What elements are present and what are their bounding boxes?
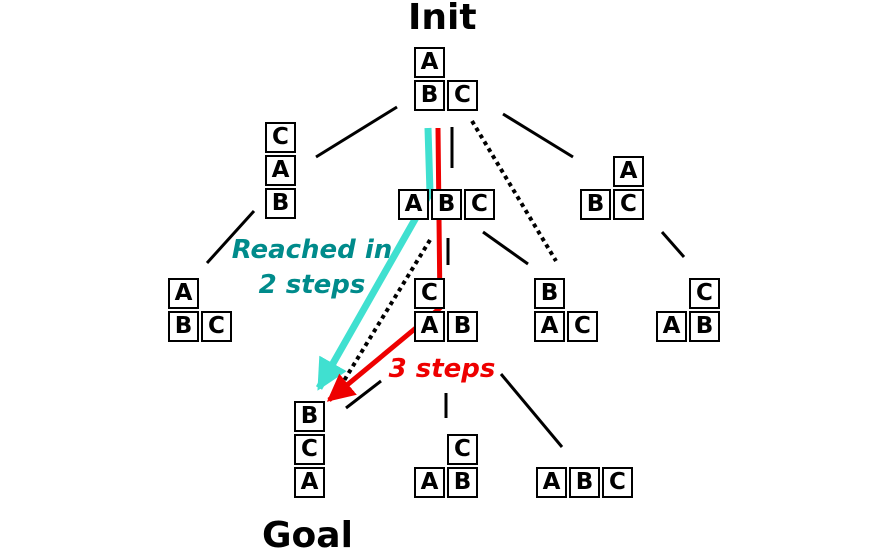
block: C — [447, 434, 478, 465]
reached-line-2: 2 steps — [258, 269, 366, 300]
block: A — [536, 467, 567, 498]
edge — [499, 373, 564, 448]
block: B — [294, 401, 325, 432]
block: C — [294, 434, 325, 465]
block: C — [265, 122, 296, 153]
edge — [315, 105, 398, 159]
block: A — [414, 311, 445, 342]
reached-in-2-steps-label: Reached in 2 steps — [222, 233, 402, 303]
block: B — [447, 311, 478, 342]
block: C — [447, 80, 478, 111]
teal-path — [315, 127, 434, 391]
block: A — [414, 47, 445, 78]
block: B — [534, 278, 565, 309]
block: A — [613, 156, 644, 187]
block: B — [689, 311, 720, 342]
init-label: Init — [408, 0, 477, 38]
block: B — [431, 189, 462, 220]
block: B — [580, 189, 611, 220]
block: C — [613, 189, 644, 220]
edge — [482, 230, 529, 266]
block: B — [447, 467, 478, 498]
block: C — [602, 467, 633, 498]
block: A — [168, 278, 199, 309]
block: C — [464, 189, 495, 220]
three-steps-label: 3 steps — [388, 354, 496, 384]
block: A — [656, 311, 687, 342]
edge-dotted — [470, 119, 558, 263]
block: B — [265, 188, 296, 219]
block: A — [414, 467, 445, 498]
reached-line-1: Reached in — [231, 235, 393, 265]
edge — [502, 112, 574, 159]
block: C — [414, 278, 445, 309]
block: A — [265, 155, 296, 186]
block: B — [569, 467, 600, 498]
block: C — [201, 311, 232, 342]
block: B — [168, 311, 199, 342]
edge — [205, 209, 256, 265]
block: A — [534, 311, 565, 342]
edge-dotted — [332, 238, 432, 399]
block: C — [689, 278, 720, 309]
edge — [660, 231, 686, 258]
goal-label: Goal — [262, 515, 353, 553]
block: C — [567, 311, 598, 342]
block: A — [398, 189, 429, 220]
edge — [345, 379, 382, 410]
block: A — [294, 467, 325, 498]
block: B — [414, 80, 445, 111]
